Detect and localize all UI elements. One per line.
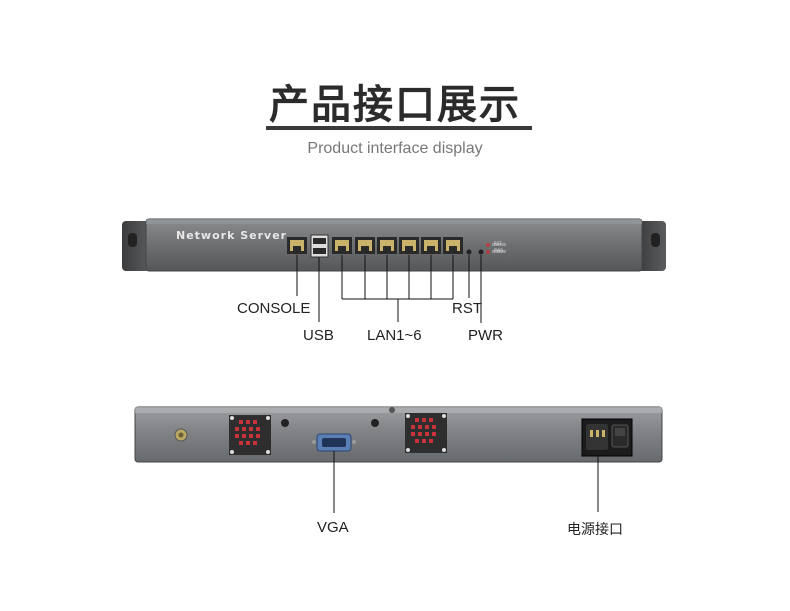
callout-console: CONSOLE — [237, 300, 311, 317]
page-title: 产品接口展示 — [269, 82, 521, 128]
page-subtitle: Product interface display — [307, 140, 483, 157]
title-underline — [266, 126, 532, 130]
callout-power: 电源接口 — [567, 522, 623, 538]
lan-ports — [332, 237, 463, 254]
console-port — [287, 237, 307, 254]
front-led-label-rst: RST — [494, 241, 502, 246]
power-switch — [611, 424, 629, 448]
status-led-1 — [486, 243, 490, 247]
ground-screw-icon — [174, 428, 188, 442]
callout-lan: LAN1~6 — [367, 327, 422, 344]
fan-grille-1 — [229, 415, 271, 455]
fan-grille-2 — [405, 413, 447, 453]
callout-usb: USB — [303, 327, 334, 344]
usb-ports — [310, 234, 329, 258]
status-led-2 — [486, 250, 490, 254]
callout-pwr: PWR — [468, 327, 503, 344]
vga-port — [312, 433, 356, 452]
front-left-ear — [122, 221, 150, 271]
front-brand-label: Network Server — [176, 229, 288, 242]
rear-jack-2 — [371, 419, 379, 427]
reset-button — [466, 249, 472, 255]
rear-callout-lines — [333, 451, 599, 513]
callout-vga: VGA — [317, 519, 349, 536]
rear-jack-1 — [281, 419, 289, 427]
front-callout-lines — [296, 255, 482, 323]
callout-rst: RST — [452, 300, 482, 317]
power-button — [478, 249, 484, 255]
front-led-label-pwr: PWR — [494, 248, 504, 253]
front-right-ear — [638, 221, 666, 271]
